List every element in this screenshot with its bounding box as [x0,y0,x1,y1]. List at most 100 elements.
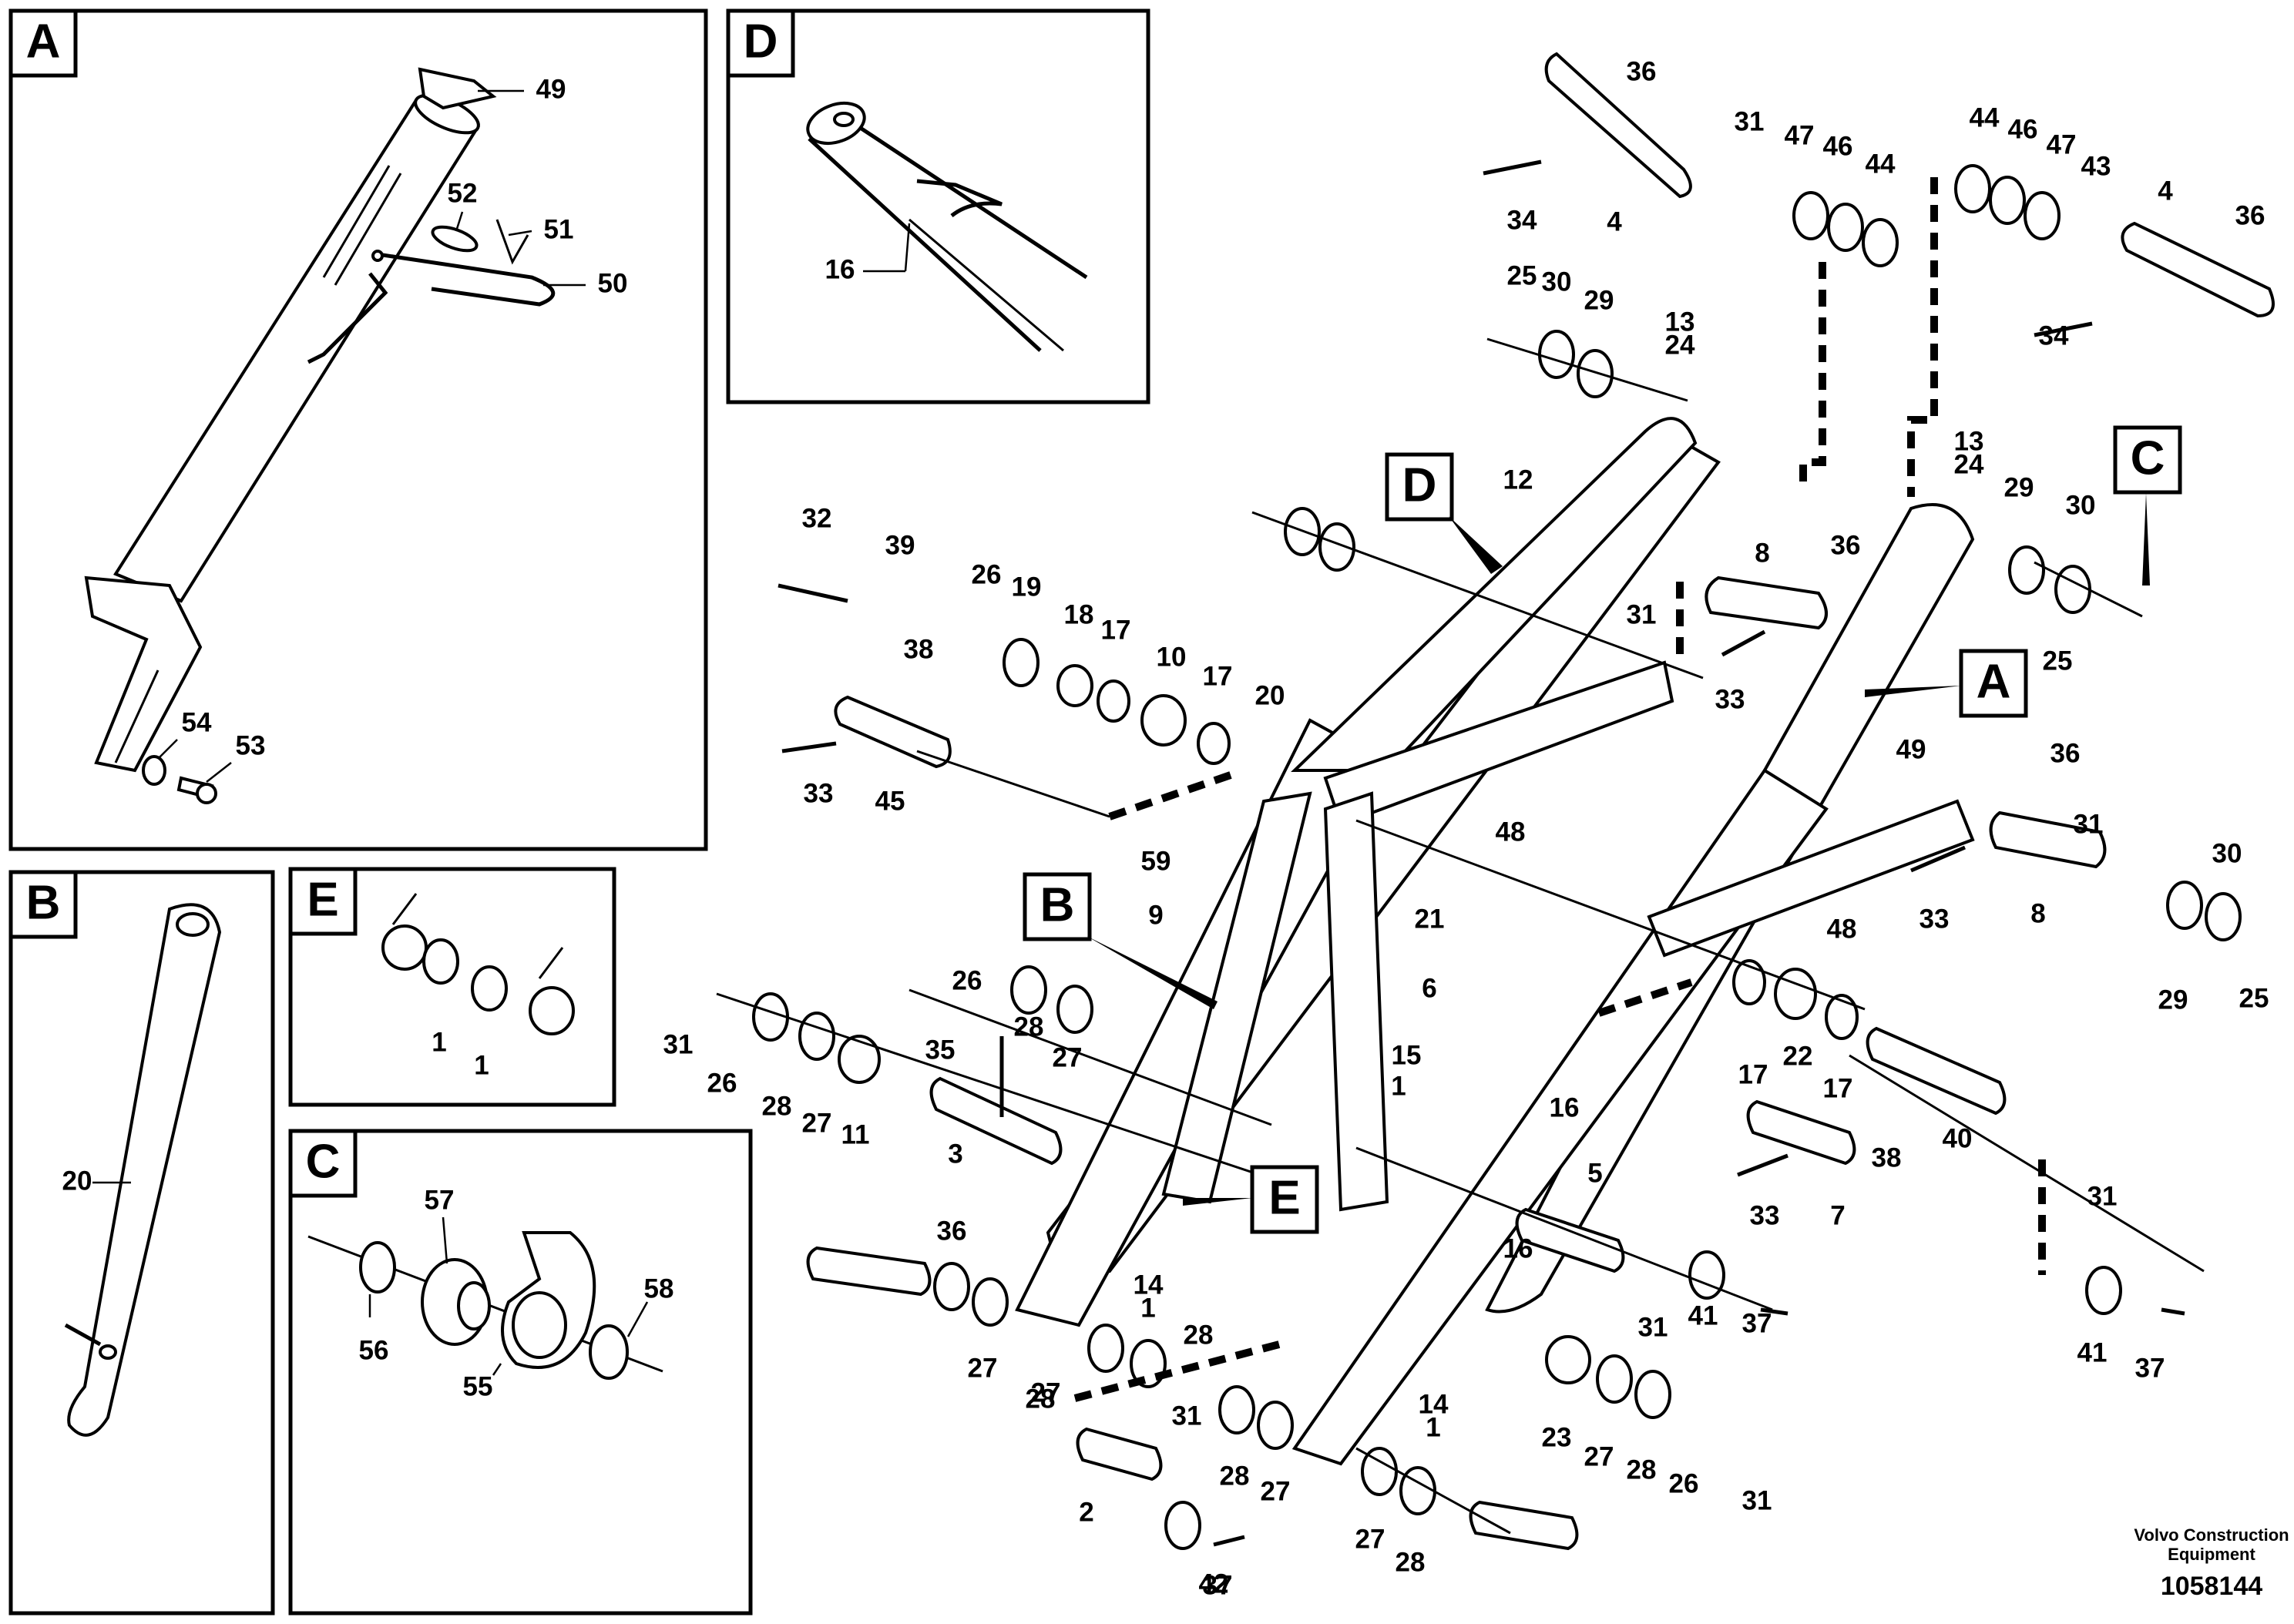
part-label-36: 36 [1627,56,1657,86]
detail-panel-d: D 16 [726,8,1150,404]
part-label-31: 31 [2087,1181,2118,1211]
label-52: 52 [448,178,478,208]
part-label-1: 1 [1140,1293,1155,1323]
part-label-59: 59 [1141,846,1171,876]
label-20-b: 20 [62,1166,92,1196]
label-53: 53 [236,730,266,760]
part-label-26: 26 [1669,1468,1699,1498]
part-label-38: 38 [904,634,934,664]
part-label-26: 26 [707,1068,737,1098]
part-label-36: 36 [2235,200,2265,230]
part-label-33: 33 [1715,684,1745,714]
part-label-27: 27 [1261,1476,1291,1506]
part-label-4: 4 [1607,206,1622,237]
arm-end-drawing [806,101,1088,352]
part-label-8: 8 [2030,898,2045,928]
part-label-17: 17 [1823,1073,1853,1103]
label-57: 57 [425,1185,455,1215]
label-58: 58 [644,1273,674,1304]
part-label-26: 26 [972,559,1002,589]
part-label-31: 31 [2074,809,2104,839]
part-label-36: 36 [1831,530,1861,560]
detail-panel-e: E 1 1 [288,867,616,1107]
detail-panel-a: A [8,8,708,851]
part-label-9: 9 [1148,900,1163,930]
panel-d-letter: D [744,15,778,68]
callout-e: E [1268,1171,1300,1224]
panel-b-letter: B [26,876,61,929]
part-label-5: 5 [1587,1158,1602,1188]
part-label-1: 1 [1391,1071,1406,1101]
label-56: 56 [359,1335,389,1365]
part-label-17: 17 [1203,661,1233,691]
part-label-31: 31 [1627,599,1657,629]
label-16-d: 16 [825,254,855,284]
part-label-29: 29 [2158,985,2188,1015]
part-label-7: 7 [1830,1200,1845,1230]
spacer-drawing [381,893,575,1035]
part-label-33: 33 [804,778,834,808]
part-label-46: 46 [2008,114,2038,144]
part-label-30: 30 [2066,490,2096,520]
part-label-46: 46 [1823,131,1853,161]
callout-b: B [1040,878,1075,931]
part-label-8: 8 [1755,538,1769,568]
part-label-17: 17 [1738,1059,1768,1089]
part-label-14: 14 [1419,1389,1449,1419]
part-label-34: 34 [2039,320,2069,351]
part-label-12: 12 [1503,465,1533,495]
callout-a: A [1977,655,2011,708]
part-label-4: 4 [2158,176,2173,206]
part-label-6: 6 [1422,973,1436,1003]
part-label-49: 49 [1896,734,1926,764]
label-51: 51 [544,214,574,244]
part-label-28: 28 [1220,1461,1250,1491]
part-label-20: 20 [1255,680,1285,710]
part-label-44: 44 [1866,149,1896,179]
footer: Volvo Construction Equipment 1058144 [2134,1525,2289,1601]
part-label-2: 2 [1079,1497,1093,1527]
part-label-31: 31 [1735,106,1765,136]
part-label-25: 25 [2239,983,2269,1013]
part-label-23: 23 [1542,1422,1572,1452]
panel-c-letter: C [306,1135,341,1188]
part-label-27: 27 [1031,1377,1061,1408]
part-label-24: 24 [1665,330,1695,360]
part-label-14: 14 [1134,1270,1164,1300]
main-assembly-drawing [716,52,2275,1551]
part-label-18: 18 [1064,599,1094,629]
part-label-24: 24 [1954,449,1984,479]
part-label-30: 30 [1542,267,1572,297]
part-label-37: 37 [2135,1353,2165,1383]
part-label-26: 26 [952,965,982,995]
part-label-37: 37 [1203,1570,1233,1600]
part-label-31: 31 [1638,1312,1668,1342]
label-54: 54 [182,707,212,737]
part-label-27: 27 [968,1353,998,1383]
part-label-38: 38 [1872,1143,1902,1173]
part-label-29: 29 [1584,285,1614,315]
part-label-10: 10 [1157,642,1187,672]
part-label-39: 39 [885,530,915,560]
part-label-13: 13 [1665,307,1695,337]
part-label-29: 29 [2004,472,2034,502]
panel-e-letter: E [307,873,338,926]
part-label-3: 3 [948,1139,962,1169]
part-label-28: 28 [1396,1547,1426,1577]
callout-boxes: D A C B E [1023,425,2182,1234]
label-50: 50 [598,268,628,298]
part-label-32: 32 [802,503,832,533]
part-label-31: 31 [1742,1485,1772,1515]
part-label-47: 47 [2047,129,2077,159]
panel-a-letter: A [26,15,61,68]
part-label-16: 16 [1550,1092,1580,1122]
cylinder-tube-drawing [84,67,556,804]
part-label-27: 27 [1584,1441,1614,1471]
part-label-19: 19 [1012,572,1042,602]
part-label-22: 22 [1783,1041,1813,1071]
part-label-13: 13 [1954,426,1984,456]
detail-panel-c: C 57 58 56 55 [288,1129,753,1616]
